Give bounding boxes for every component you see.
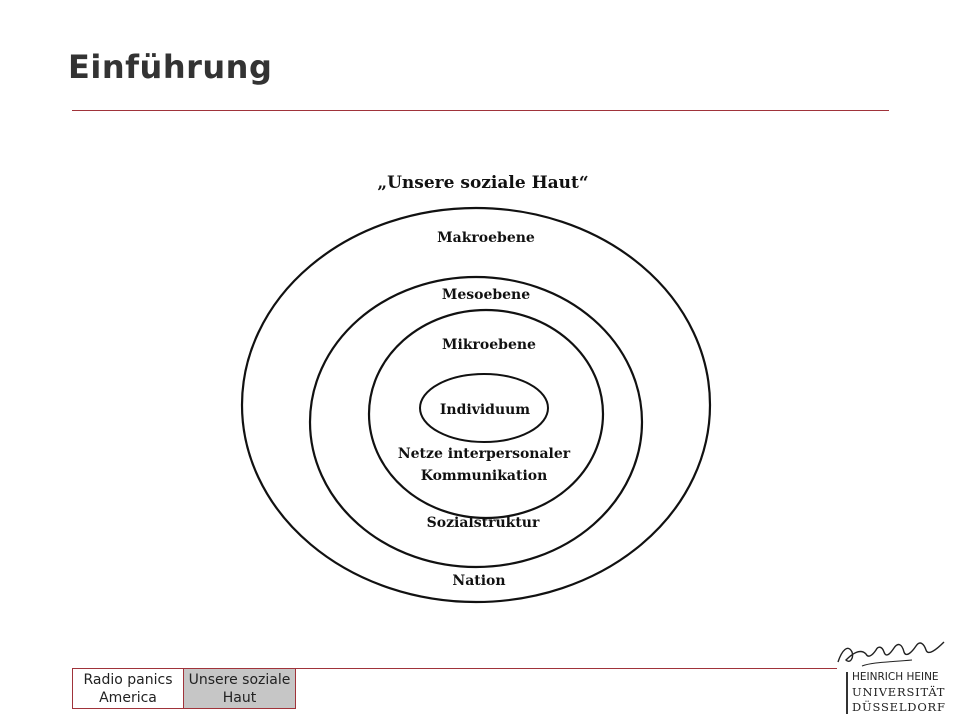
footer-divider <box>72 668 837 669</box>
micro-ring-label-line1: Netze interpersonaler <box>398 446 571 462</box>
macro-ring <box>240 206 712 604</box>
micro-ring-label-line2: Kommunikation <box>421 468 548 484</box>
logo-line-1: HEINRICH HEINE <box>852 671 939 683</box>
meso-level-label: Mesoebene <box>442 287 530 303</box>
individual-label: Individuum <box>440 402 530 418</box>
macro-level-label: Makroebene <box>437 230 535 246</box>
nav-tab-radio-panics[interactable]: Radio panics America <box>72 669 184 709</box>
diagram-title: „Unsere soziale Haut“ <box>377 173 588 193</box>
micro-level-label: Mikroebene <box>442 337 536 353</box>
individual-ring <box>419 373 549 443</box>
diagram-svg: „Unsere soziale Haut“ Makroebene Mesoebe… <box>240 173 712 604</box>
social-skin-diagram: „Unsere soziale Haut“ Makroebene Mesoebe… <box>240 150 730 620</box>
signature-icon <box>837 641 945 667</box>
university-logo: HEINRICH HEINE UNIVERSITÄT DÜSSELDORF <box>832 632 952 718</box>
slide-title: Einführung <box>68 48 273 86</box>
logo-line-3: DÜSSELDORF <box>852 700 946 714</box>
logo-text: HEINRICH HEINE UNIVERSITÄT DÜSSELDORF <box>852 670 946 715</box>
meso-ring-label: Sozialstruktur <box>427 515 540 531</box>
nav-tab-label: Radio panics America <box>83 671 173 706</box>
nav-tab-label: Unsere soziale Haut <box>188 671 291 706</box>
meso-ring <box>308 275 644 569</box>
nav-tab-unsere-soziale-haut[interactable]: Unsere soziale Haut <box>184 669 296 709</box>
logo-bar <box>846 672 848 714</box>
footer-nav: Radio panics America Unsere soziale Haut <box>72 669 296 709</box>
title-divider <box>72 110 889 111</box>
logo-line-2: UNIVERSITÄT <box>852 685 946 699</box>
macro-ring-label: Nation <box>452 573 505 589</box>
micro-ring <box>367 308 605 520</box>
